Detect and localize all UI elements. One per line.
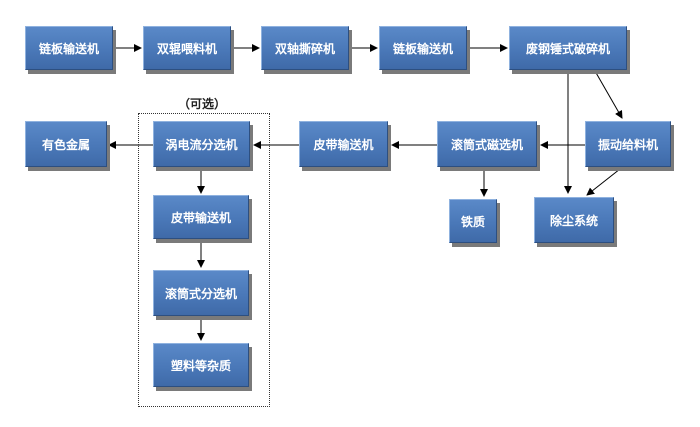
arrow-crusher-to-vibrating-feeder	[594, 70, 623, 119]
node-belt-conveyor-2: 皮带输送机	[153, 195, 249, 239]
node-drum-magnetic-separator: 滚筒式磁选机	[437, 121, 537, 167]
node-vibrating-feeder: 振动给料机	[585, 121, 671, 167]
node-twin-roll-feeder: 双辊喂料机	[143, 26, 231, 70]
node-chain-conveyor-1: 链板输送机	[25, 26, 113, 70]
node-dust-removal-system: 除尘系统	[534, 197, 614, 243]
node-plastic-impurities: 塑料等杂质	[153, 343, 249, 387]
node-belt-conveyor-1: 皮带输送机	[299, 121, 388, 167]
node-scrap-hammer-crusher: 废钢锤式破碎机	[509, 26, 627, 70]
optional-label: （可选）	[178, 97, 227, 111]
node-drum-separator: 滚筒式分选机	[153, 270, 249, 316]
node-chain-conveyor-2: 链板输送机	[379, 26, 467, 70]
arrow-vibrating-feeder-to-dust	[586, 168, 621, 196]
node-eddy-current-separator: 涡电流分选机	[153, 121, 250, 167]
node-nonferrous-metal: 有色金属	[25, 121, 107, 167]
optional-section-frame	[138, 113, 270, 407]
node-twin-shaft-shredder: 双轴撕碎机	[261, 26, 349, 70]
node-iron: 铁质	[449, 199, 497, 243]
